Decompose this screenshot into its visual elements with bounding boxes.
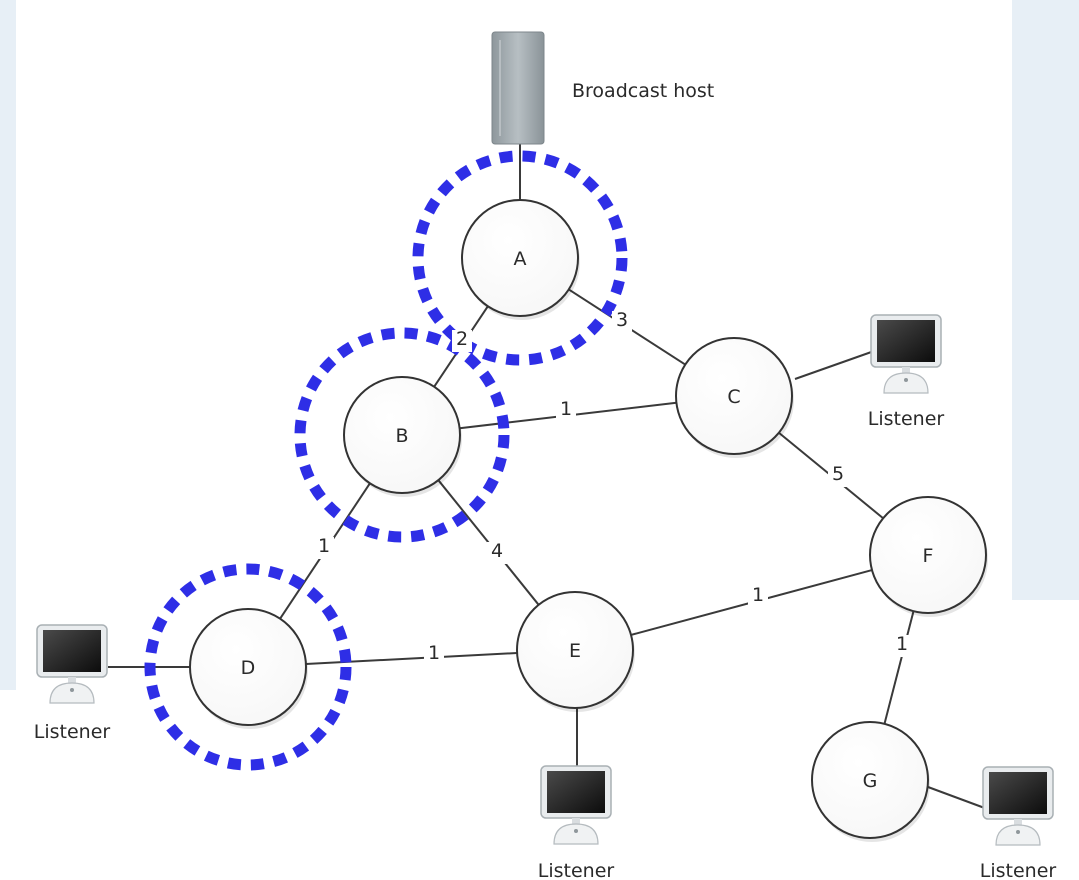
monitor-base bbox=[883, 372, 929, 394]
listener-label: Listener bbox=[538, 860, 615, 880]
edge-label-pad bbox=[612, 311, 632, 333]
node-circle bbox=[516, 591, 634, 709]
background bbox=[0, 0, 1079, 690]
monitor-neck bbox=[902, 367, 910, 375]
edge-f-g bbox=[883, 610, 915, 725]
node-a: A bbox=[461, 199, 580, 320]
node-label: C bbox=[727, 386, 740, 408]
highlight-ring-b bbox=[294, 327, 510, 543]
edge-label-pad bbox=[487, 542, 507, 564]
node-label: A bbox=[514, 248, 527, 270]
computer-monitor-icon bbox=[540, 765, 612, 845]
node-f: F bbox=[869, 496, 988, 617]
computer-monitor-icon bbox=[982, 766, 1054, 846]
server-tower-icon bbox=[491, 31, 545, 145]
monitor-screen bbox=[43, 630, 101, 672]
monitor-base bbox=[49, 682, 95, 704]
edge-label-pad bbox=[748, 586, 768, 608]
edge-label-pad bbox=[452, 330, 472, 352]
monitor-screen bbox=[547, 771, 605, 813]
monitor-screen bbox=[877, 320, 935, 362]
edge-d-e bbox=[305, 652, 518, 665]
edge-label-pad bbox=[556, 400, 576, 422]
edge-weight-b-c: 1 bbox=[560, 398, 572, 420]
listener-label: Listener bbox=[980, 860, 1057, 880]
computer-monitor-icon bbox=[36, 624, 108, 704]
edge-weight-c-f: 5 bbox=[832, 463, 844, 485]
node-circle bbox=[869, 496, 987, 614]
node-e: E bbox=[516, 591, 635, 712]
node-circle bbox=[675, 337, 793, 455]
monitor-neck bbox=[68, 677, 76, 685]
node-circle bbox=[189, 608, 307, 726]
monitor-base bbox=[553, 823, 599, 845]
node-label: E bbox=[569, 640, 581, 662]
node-label: B bbox=[395, 425, 408, 447]
edge-weight-e-f: 1 bbox=[752, 584, 764, 606]
node-g: G bbox=[811, 721, 930, 842]
power-dot bbox=[1016, 830, 1020, 834]
power-dot bbox=[574, 829, 578, 833]
highlight-ring-a bbox=[412, 150, 628, 366]
node-b: B bbox=[343, 376, 462, 497]
listener-link-c bbox=[794, 349, 878, 380]
highlight-ring-d bbox=[144, 563, 352, 771]
node-c: C bbox=[675, 337, 794, 458]
edge-labels: 2 3 1 1 4 5 1 1 1 bbox=[314, 309, 912, 666]
highlights bbox=[144, 150, 628, 771]
listener-label: Listener bbox=[34, 721, 111, 743]
broadcast-host: Broadcast host bbox=[491, 31, 714, 145]
edge-label-pad bbox=[828, 465, 848, 487]
listener-d: Listener bbox=[34, 624, 111, 743]
computer-monitor-icon bbox=[870, 314, 942, 394]
listener-g: Listener bbox=[980, 766, 1057, 880]
listener-e: Listener bbox=[538, 765, 615, 880]
monitor-base bbox=[995, 824, 1041, 846]
listener-label: Listener bbox=[868, 408, 945, 430]
edge-weight-a-c: 3 bbox=[616, 309, 628, 331]
node-label: D bbox=[241, 657, 256, 679]
nodes: A B C D E F G bbox=[189, 199, 988, 842]
edge-label-pad bbox=[892, 635, 912, 657]
edge-weight-b-e: 4 bbox=[491, 540, 503, 562]
monitor-neck bbox=[572, 818, 580, 826]
edge-label-pad bbox=[314, 537, 334, 559]
monitor-neck bbox=[1014, 819, 1022, 827]
node-circle bbox=[461, 199, 579, 317]
broadcast-host-label: Broadcast host bbox=[572, 80, 714, 102]
background-left-tint bbox=[0, 0, 16, 690]
power-dot bbox=[904, 378, 908, 382]
edge-label-pad bbox=[424, 644, 444, 666]
edge-weight-a-b: 2 bbox=[456, 328, 468, 350]
node-d: D bbox=[189, 608, 308, 729]
listener-c: Listener bbox=[868, 314, 945, 430]
node-label: G bbox=[863, 770, 878, 792]
edge-weight-f-g: 1 bbox=[896, 633, 908, 655]
edge-weight-d-e: 1 bbox=[428, 642, 440, 664]
node-circle bbox=[811, 721, 929, 839]
node-label: F bbox=[923, 545, 934, 567]
node-circle bbox=[343, 376, 461, 494]
listener-link-g bbox=[927, 786, 991, 811]
background-right-tint bbox=[1012, 0, 1079, 600]
edge-weight-b-d: 1 bbox=[318, 535, 330, 557]
power-dot bbox=[70, 688, 74, 692]
monitor-screen bbox=[989, 772, 1047, 814]
